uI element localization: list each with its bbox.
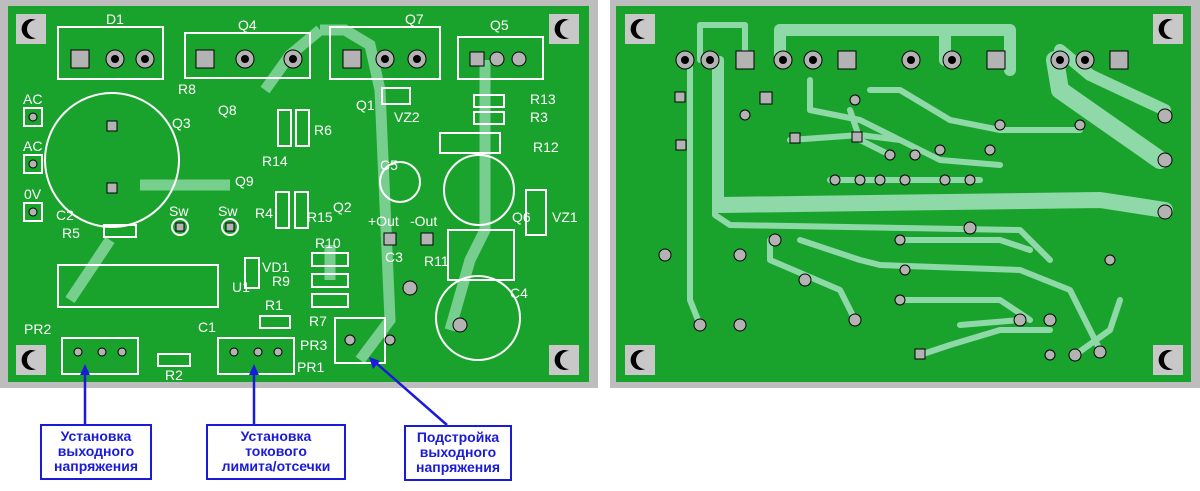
q8-label: Q8 xyxy=(218,102,237,118)
pr3-label: PR3 xyxy=(300,337,327,353)
c5-label: C5 xyxy=(380,157,398,173)
sw1-label: Sw xyxy=(169,203,189,219)
top-row-holes xyxy=(111,55,421,63)
annotation-voltage-trim-text: Подстройка выходного напряжения xyxy=(416,429,500,475)
top-power-devices xyxy=(57,26,544,80)
r15-label: R15 xyxy=(307,209,333,225)
r7-label: R7 xyxy=(309,313,327,329)
pr1-label: PR1 xyxy=(297,359,324,375)
c2-outline xyxy=(44,92,180,228)
r9-label: R9 xyxy=(272,273,290,289)
annotation-arrows xyxy=(80,357,448,426)
top-misc-pads xyxy=(73,222,468,357)
q2-label: Q2 xyxy=(333,199,352,215)
c2-label: C2 xyxy=(56,207,74,223)
annotation-current-limit-text: Установка токового лимита/отсечки xyxy=(221,428,331,474)
d1-label: D1 xyxy=(106,11,124,27)
r4-label: R4 xyxy=(255,205,273,221)
bottom-pads xyxy=(658,50,1173,362)
r2-label: R2 xyxy=(165,367,183,383)
bottom-board xyxy=(610,0,1200,388)
vd1-label: VD1 xyxy=(262,259,289,275)
c4-label: C4 xyxy=(510,285,528,301)
minus-out-label: -Out xyxy=(410,213,437,229)
r8-label: R8 xyxy=(178,81,196,97)
vz1-label: VZ1 xyxy=(552,209,578,225)
bottom-holes xyxy=(681,56,1089,64)
q6-label: Q6 xyxy=(512,209,531,225)
r12-label: R12 xyxy=(533,139,559,155)
annotation-current-limit: Установка токового лимита/отсечки xyxy=(206,424,346,480)
annotation-voltage-set: Установка выходного напряжения xyxy=(40,424,152,480)
bottom-mounting-holes xyxy=(625,14,1183,375)
q1-label: Q1 xyxy=(356,97,375,113)
q9-label: Q9 xyxy=(235,173,254,189)
q3-label: Q3 xyxy=(172,115,191,131)
mounting-holes xyxy=(16,14,579,375)
zero-v-label: 0V xyxy=(24,186,42,202)
vz2-label: VZ2 xyxy=(394,109,420,125)
plus-out-label: +Out xyxy=(368,213,399,229)
top-small-parts xyxy=(57,87,547,375)
annotation-voltage-set-text: Установка выходного напряжения xyxy=(54,428,138,474)
c5-outline xyxy=(443,154,515,226)
q5-label: Q5 xyxy=(490,17,509,33)
top-board-substrate xyxy=(8,6,589,382)
r10-label: R10 xyxy=(315,235,341,251)
q7-label: Q7 xyxy=(405,11,424,27)
input-terminals xyxy=(23,107,43,222)
top-silkscreen: AC AC 0V D1 Q4 Q7 Q5 R8 Q8 Q3 Q1 VZ2 R13… xyxy=(23,11,578,383)
ac2-label: AC xyxy=(23,138,42,154)
u1-label: U1 xyxy=(232,279,250,295)
pr2-label: PR2 xyxy=(24,321,51,337)
r11-label: R11 xyxy=(424,253,449,269)
r6-label: R6 xyxy=(314,122,332,138)
c4-outline xyxy=(435,275,521,361)
c1-label: C1 xyxy=(198,319,216,335)
sw2-label: Sw xyxy=(218,203,238,219)
annotation-voltage-trim: Подстройка выходного напряжения xyxy=(404,425,512,481)
r1-label: R1 xyxy=(265,297,283,313)
r3-label: R3 xyxy=(530,109,548,125)
ac1-label: AC xyxy=(23,91,42,107)
r13-label: R13 xyxy=(530,91,556,107)
r5-label: R5 xyxy=(62,225,80,241)
arrow-voltage-trim xyxy=(374,361,448,426)
c3-label: C3 xyxy=(385,249,403,265)
r14-label: R14 xyxy=(262,153,288,169)
top-board: AC AC 0V D1 Q4 Q7 Q5 R8 Q8 Q3 Q1 VZ2 R13… xyxy=(0,0,598,388)
q4-label: Q4 xyxy=(238,17,257,33)
